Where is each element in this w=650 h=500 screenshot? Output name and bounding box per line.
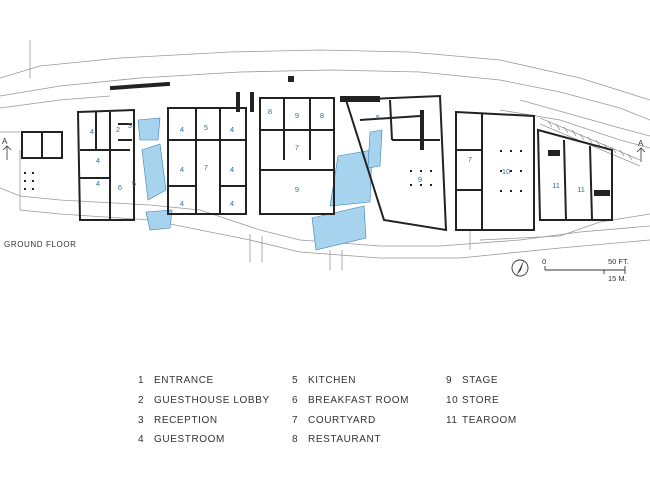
room-label: 4: [90, 127, 94, 136]
room-label: 5: [132, 179, 136, 188]
scale-bar: [544, 266, 626, 274]
room-label: 4: [96, 179, 100, 188]
room-label: 6: [118, 183, 122, 192]
scale-meters: 15 M.: [608, 274, 627, 283]
room-label: 4: [230, 165, 234, 174]
highlighted-spaces: [137, 117, 383, 251]
room-label: 4: [96, 156, 100, 165]
floor-label: GROUND FLOOR: [4, 240, 77, 249]
building-walls: [21, 94, 613, 232]
highlight-lower-court: [145, 209, 173, 231]
highlight-entrance-court: [137, 117, 161, 141]
highlight-stage-court: [329, 149, 373, 207]
section-markers: [2, 145, 646, 162]
room-labels: 4 2 3 4 4 6 5 4 5 4 7 4 4 4 4 8 9 8 7 9 …: [90, 107, 585, 208]
scale-feet: 50 FT.: [608, 257, 629, 266]
room-label: 11: [552, 181, 560, 190]
room-label: 9: [295, 111, 299, 120]
highlight-entry-court: [311, 205, 367, 251]
section-marker-east: A: [638, 139, 644, 148]
north-arrow-icon: [511, 259, 529, 277]
room-label: 7: [204, 163, 208, 172]
room-label: 5: [204, 123, 208, 132]
room-label: 4: [230, 199, 234, 208]
room-label: 8: [268, 107, 272, 116]
room-label: 8: [320, 111, 324, 120]
site-context: [0, 40, 650, 270]
room-label: 3: [128, 121, 132, 130]
room-label: 4: [180, 165, 184, 174]
room-label: 4: [180, 125, 184, 134]
room-label: 4: [230, 125, 234, 134]
room-label: 9: [418, 175, 422, 184]
room-label: 7: [295, 143, 299, 152]
room-label: 7: [468, 155, 472, 164]
room-label: 4: [180, 199, 184, 208]
room-label: 11: [577, 185, 585, 194]
highlight-stage-edge: [367, 129, 383, 169]
room-label: 5: [376, 113, 380, 122]
scale-zero: 0: [542, 257, 546, 266]
section-marker-west: A: [2, 137, 8, 146]
room-label: 2: [116, 125, 120, 134]
room-label: 10: [502, 167, 510, 176]
highlight-reception-court: [141, 143, 167, 201]
room-label: 9: [295, 185, 299, 194]
interior-details: [24, 76, 610, 196]
